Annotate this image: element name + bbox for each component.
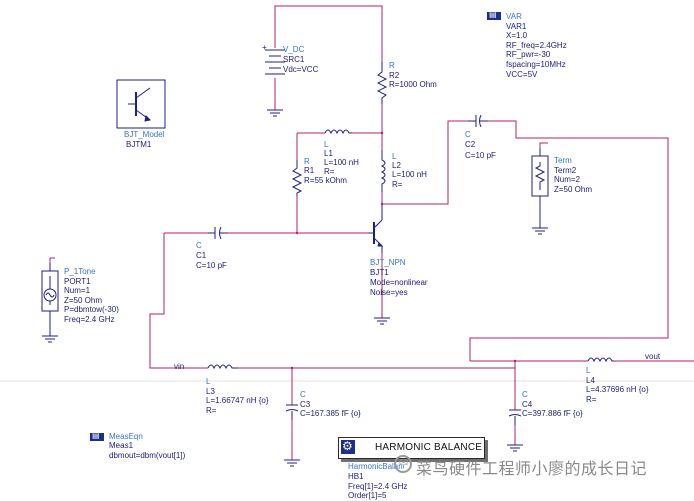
var-param-3: fspacing=10MHz (506, 60, 566, 69)
svg-text:+: + (262, 43, 267, 52)
term2-symbol[interactable] (531, 148, 549, 235)
hb-param-1: Order[1]=5 (348, 491, 387, 500)
watermark-text: 菜鸟硬件工程师小廖的成长日记 (416, 459, 648, 478)
r1-param: R=55 kOhm (304, 176, 347, 185)
r2-resistor-symbol[interactable] (376, 62, 388, 104)
var-param-4: VCC=5V (506, 70, 538, 79)
bjt-model-type: BJT_Model (124, 130, 165, 139)
components: + (41, 43, 614, 467)
c2-capacitor-symbol[interactable] (468, 114, 488, 128)
ground-symbol (507, 444, 523, 452)
r1-inst: R1 (304, 166, 315, 175)
l3-type: L (206, 377, 211, 386)
l4-inst: L4 (586, 376, 595, 385)
bjt-inst: BJT1 (370, 268, 389, 277)
l2-param-0: L=100 nH (392, 170, 427, 179)
l4-type: L (586, 366, 591, 375)
bjt-symbol-icon[interactable] (116, 79, 166, 129)
bjt-npn-symbol[interactable] (368, 204, 384, 253)
c3-param: C=167.385 fF {o} (300, 409, 361, 418)
bjt-model-inst: BJTM1 (126, 140, 152, 149)
meas-inst: Meas1 (109, 441, 134, 450)
l1-param-1: R= (324, 167, 335, 176)
var-icon[interactable]: ▤ (487, 10, 501, 20)
port1-param-1: Z=50 Ohm (64, 296, 103, 305)
l4-param-0: L=4.37696 nH {o} (586, 385, 649, 394)
c4-type: C (522, 390, 528, 399)
r1-resistor-symbol[interactable] (291, 160, 303, 196)
wires (49, 5, 694, 460)
l1-inst: L1 (324, 149, 333, 158)
term2-type: Term (554, 156, 572, 165)
l2-param-1: R= (392, 180, 403, 189)
term2-param-1: Z=50 Ohm (554, 185, 593, 194)
meas-type: MeasEqn (109, 432, 143, 441)
term2-param-0: Num=2 (554, 175, 581, 184)
port1-inst: PORT1 (64, 277, 91, 286)
vdc-type: V_DC (283, 45, 305, 54)
meas-eqn-icon[interactable]: ▤ (90, 431, 104, 441)
l3-inst: L3 (206, 387, 215, 396)
harmonic-balance-block[interactable]: ⚙ HARMONIC BALANCE (338, 437, 485, 459)
hb-icon: ⚙ (341, 439, 355, 454)
c1-inst: C1 (196, 251, 207, 260)
c1-type: C (196, 241, 202, 250)
l1-inductor-symbol[interactable] (324, 129, 352, 135)
var-param-0: X=1.0 (506, 31, 528, 40)
c3-capacitor-symbol[interactable] (285, 404, 299, 420)
ground-symbol (374, 317, 390, 325)
c2-inst: C2 (465, 140, 476, 149)
bjt-param-1: Noise=yes (370, 288, 408, 297)
c2-param: C=10 pF (465, 151, 496, 160)
port1-param-2: P=dbmtow(-30) (64, 305, 119, 314)
c1-param: C=10 pF (196, 261, 227, 270)
bjt-param-0: Mode=nonlinear (370, 278, 428, 287)
var-inst: VAR1 (506, 22, 527, 31)
l2-inst: L2 (392, 161, 401, 170)
net-label-vout: vout (645, 352, 661, 361)
ground-symbol (284, 459, 300, 467)
r2-inst: R2 (389, 71, 400, 80)
port1-param-0: Num=1 (64, 286, 91, 295)
c3-type: C (300, 390, 306, 399)
l3-param-1: R= (206, 406, 217, 415)
c4-param: C=397.886 fF {o} (522, 409, 583, 418)
l1-type: L (324, 140, 329, 149)
c1-capacitor-symbol[interactable] (208, 226, 228, 240)
term2-inst: Term2 (554, 166, 577, 175)
hb-type: HarmonicBalance (348, 462, 404, 471)
r1-type: R (304, 157, 310, 166)
var-type: VAR (506, 12, 522, 21)
l2-inductor-symbol[interactable] (380, 150, 386, 192)
wechat-icon: ✉ (394, 455, 412, 473)
l2-type: L (392, 152, 397, 161)
hb-inst: HB1 (348, 472, 364, 481)
port1-param-3: Freq=2.4 GHz (64, 315, 115, 324)
hb-param-0: Freq[1]=2.4 GHz (348, 482, 408, 491)
c2-type: C (465, 130, 471, 139)
l4-param-1: R= (586, 395, 597, 404)
vdc-inst: SRC1 (283, 55, 305, 64)
var-param-2: RF_pwr=-30 (506, 50, 551, 59)
port1-source-symbol[interactable] (41, 263, 59, 343)
hb-title: HARMONIC BALANCE (375, 442, 483, 453)
r2-param: R=1000 Ohm (389, 80, 437, 89)
l3-param-0: L=1.66747 nH {o} (206, 396, 269, 405)
vdc-param: Vdc=VCC (283, 65, 319, 74)
net-label-vin: vin (174, 362, 185, 371)
c4-inst: C4 (522, 400, 533, 409)
var-param-1: RF_freq=2.4GHz (506, 41, 567, 50)
c3-inst: C3 (300, 400, 311, 409)
r2-type: R (389, 61, 395, 70)
c4-capacitor-symbol[interactable] (508, 409, 522, 425)
l4-inductor-symbol[interactable] (587, 357, 614, 363)
l3-inductor-symbol[interactable] (207, 364, 238, 370)
ground-symbol (267, 109, 283, 117)
vdc-source-symbol[interactable]: + (262, 43, 285, 75)
bjt-type: BJT_NPN (370, 258, 406, 267)
meas-param: dbmout=dbm(vout[1]) (109, 451, 186, 460)
port1-type: P_1Tone (64, 267, 96, 276)
l1-param-0: L=100 nH (324, 158, 359, 167)
